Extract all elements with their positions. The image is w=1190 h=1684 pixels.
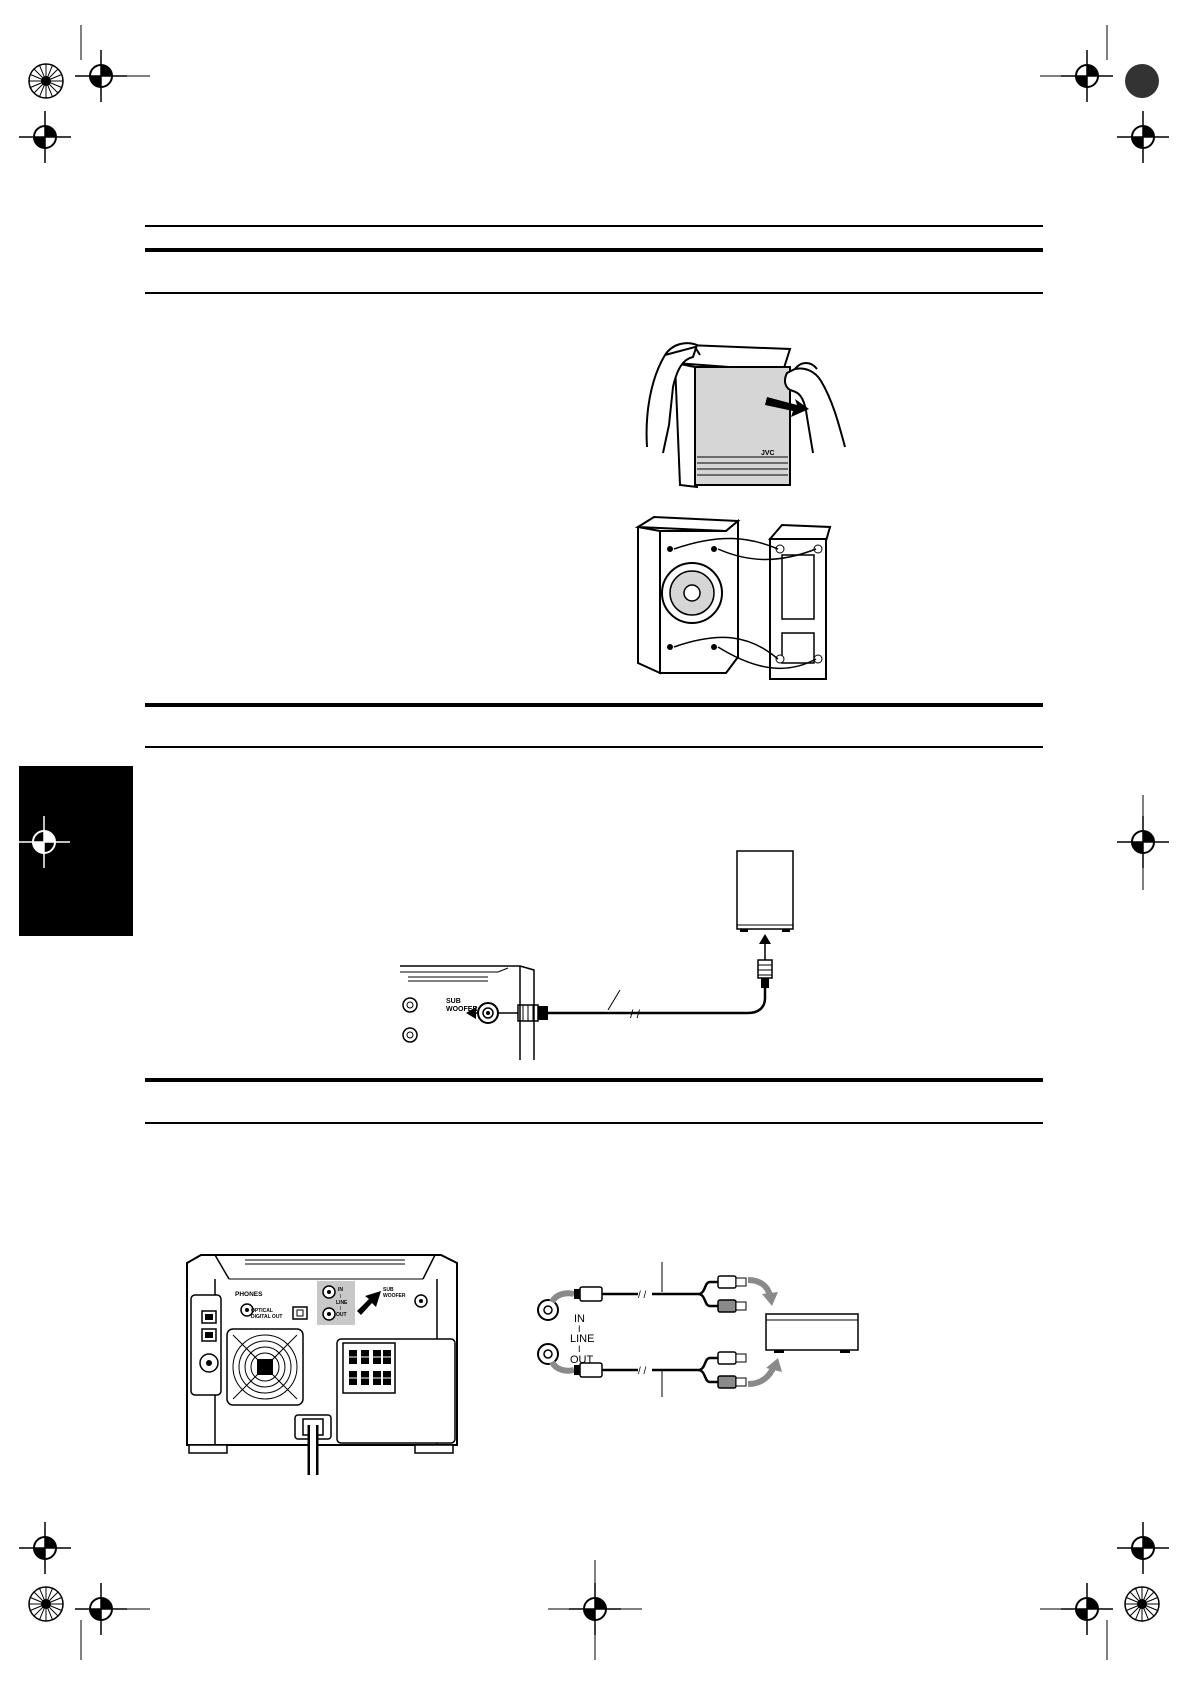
speaker-grille-removal-illustration: JVC — [645, 342, 846, 489]
panel-in-label: IN — [338, 1287, 343, 1293]
registration-mark-icon — [18, 110, 72, 164]
main-unit-rear-panel-illustration: PHONES OPTICAL DIGITAL OUT IN I LINE I O… — [186, 1254, 458, 1475]
connection-line-label: LINE — [570, 1333, 594, 1345]
external-component — [765, 1313, 859, 1351]
rule-speaker-grille-under — [145, 292, 1043, 294]
optical-label-line2: DIGITAL OUT — [251, 1314, 282, 1320]
speaker-grille — [694, 366, 791, 486]
subwoofer-unit — [736, 850, 794, 930]
svg-text:/ /: / / — [630, 1007, 641, 1021]
connection-in-label: IN — [574, 1313, 585, 1325]
line-in-out-connection-diagram: IN I LINE I OUT / / / / — [537, 1262, 859, 1397]
color-wheel-icon — [1124, 1586, 1160, 1622]
section-rule-line-connection — [145, 1078, 1043, 1082]
color-wheel-icon — [28, 63, 64, 99]
section-rule-subwoofer — [145, 703, 1043, 707]
phones-label: PHONES — [235, 1291, 263, 1298]
rule-subwoofer-under — [145, 746, 1043, 748]
pull-arrow-icon — [765, 397, 809, 417]
panel-out-label: OUT — [336, 1312, 347, 1318]
svg-text:JVC: JVC — [761, 450, 775, 457]
side-tab-registration-mark — [17, 815, 71, 869]
grey-disc-icon — [1125, 64, 1159, 98]
speaker-grille-reattach-illustration — [634, 515, 832, 680]
rule-line-connection-under — [145, 1122, 1043, 1124]
svg-text:I: I — [340, 1294, 341, 1300]
registration-mark-icon — [1116, 1521, 1170, 1575]
svg-text:I: I — [578, 1344, 581, 1354]
registration-mark-icon — [1060, 49, 1114, 103]
registration-mark-icon — [1060, 1582, 1114, 1636]
pointing-arrow-icon — [357, 1291, 381, 1315]
panel-sub-label-line2: WOOFER — [383, 1293, 406, 1299]
svg-text:/ /: / / — [638, 1366, 647, 1377]
rule-top — [145, 225, 1043, 227]
svg-text:I: I — [340, 1306, 341, 1312]
registration-mark-icon — [18, 1521, 72, 1575]
panel-sub-label-line1: SUB — [383, 1287, 394, 1293]
section-rule-speaker-grille — [145, 248, 1043, 252]
sub-woofer-label-line2: WOOFER — [446, 1006, 478, 1013]
registration-mark-icon — [1116, 110, 1170, 164]
svg-text:/ /: / / — [638, 1290, 647, 1301]
svg-text:I: I — [578, 1324, 581, 1334]
color-wheel-icon — [28, 1586, 64, 1622]
subwoofer-connection-diagram: / / SUB WOOFER — [400, 850, 794, 1060]
sub-woofer-label-line1: SUB — [446, 998, 461, 1005]
panel-line-label: LINE — [336, 1300, 348, 1306]
optical-label-line1: OPTICAL — [251, 1308, 273, 1314]
